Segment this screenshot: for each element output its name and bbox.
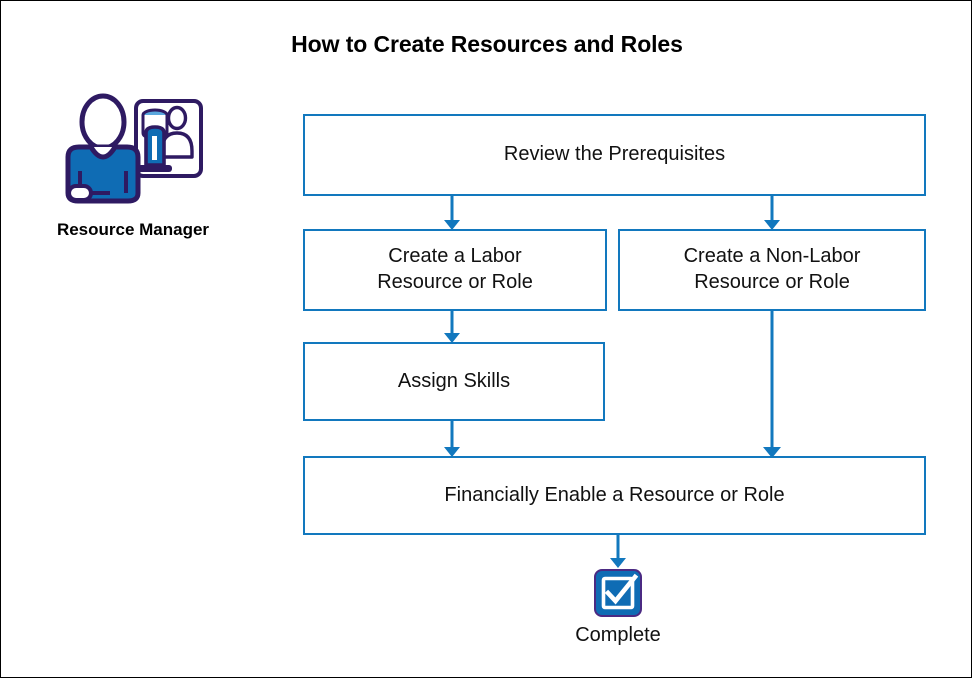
flow-node-label: Financially Enable a Resource or Role xyxy=(444,483,785,506)
flow-node-assign-skills[interactable]: Assign Skills xyxy=(303,342,605,421)
resource-manager-icon xyxy=(65,93,203,204)
flow-node-label-line1: Create a Labor xyxy=(388,245,522,268)
flow-node-financially-enable-a-resource-or-role[interactable]: Financially Enable a Resource or Role xyxy=(303,456,926,535)
flow-node-label: Assign Skills xyxy=(397,369,511,392)
flow-node-label-line1: Create a Non-Labor xyxy=(683,245,861,268)
flow-node-label: Review the Prerequisites xyxy=(503,143,726,166)
checkbox-checked-icon xyxy=(594,569,642,617)
flow-node-label: Create a Labor Resource or Role xyxy=(377,244,533,295)
flow-node-create-a-labor-resource-or-role[interactable]: Create a Labor Resource or Role xyxy=(303,229,607,311)
actor-resource-manager: Resource Manager xyxy=(29,89,237,240)
flow-node-review-the-prerequisites[interactable]: Review the Prerequisites xyxy=(303,114,926,196)
page-title: How to Create Resources and Roles xyxy=(291,31,683,57)
flow-node-label-line2: Resource or Role xyxy=(377,271,533,293)
complete-label: Complete xyxy=(575,624,661,646)
actor-label: Resource Manager xyxy=(56,220,210,239)
flow-node-label: Create a Non-Labor Resource or Role xyxy=(684,244,861,295)
flow-node-complete[interactable]: Complete xyxy=(528,567,708,647)
flow-node-create-a-non-labor-resource-or-role[interactable]: Create a Non-Labor Resource or Role xyxy=(618,229,926,311)
flow-node-label-line2: Resource or Role xyxy=(694,271,850,293)
